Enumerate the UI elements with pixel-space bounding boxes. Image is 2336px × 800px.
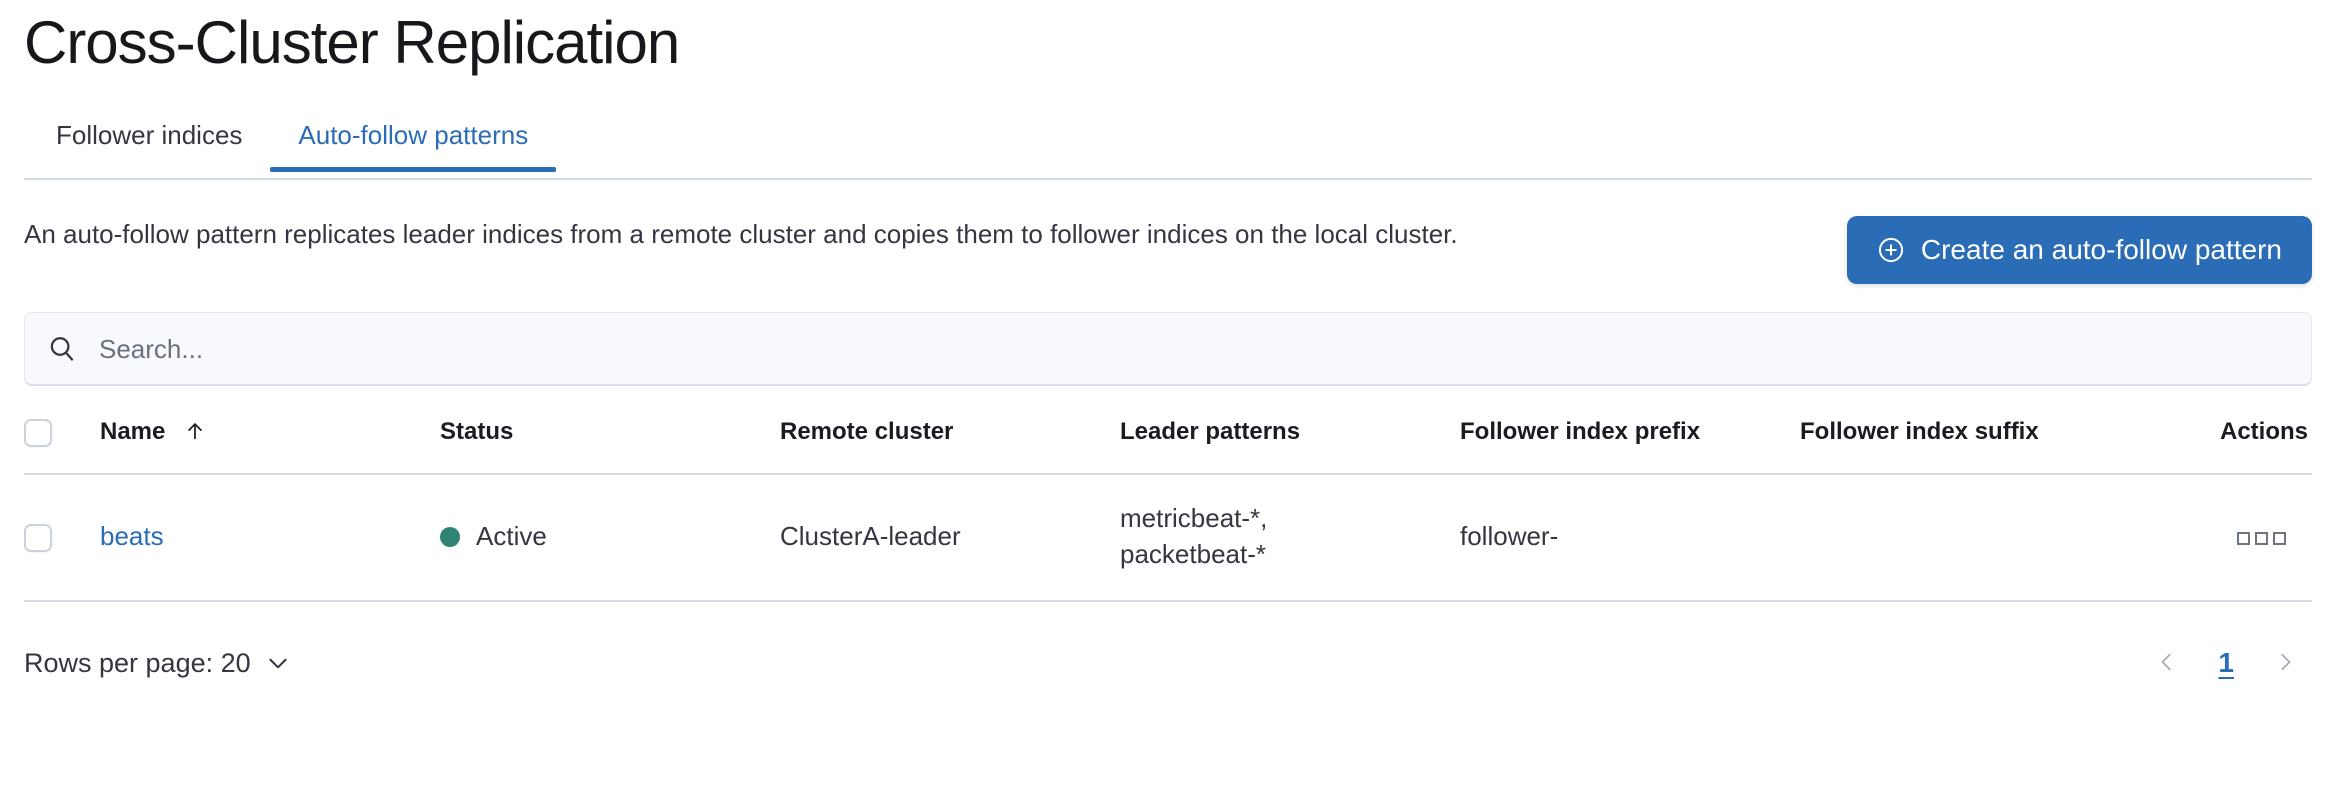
plus-in-circle-icon [1877,236,1905,264]
intro-description: An auto-follow pattern replicates leader… [24,219,1458,249]
status-dot-icon [440,526,460,547]
pagination-page-1[interactable]: 1 [2204,647,2248,679]
rows-per-page-selector[interactable]: Rows per page: 20 [24,648,291,679]
column-header-status-label: Status [440,418,514,446]
column-header-follower-index-prefix[interactable]: Follower index prefix [1460,408,1800,475]
cell-follower-index-suffix [1800,473,2220,603]
tab-follower-indices-label: Follower indices [56,120,243,150]
select-all-header [24,408,100,475]
column-header-name[interactable]: Name [100,408,440,475]
actions-box-1 [2237,532,2250,546]
cell-follower-index-prefix: follower- [1460,473,1800,603]
column-header-follower-index-prefix-label: Follower index prefix [1460,418,1701,446]
actions-box-3 [2273,532,2286,546]
pagination-next-button[interactable] [2258,636,2312,690]
row-select-cell [24,473,100,603]
column-header-status[interactable]: Status [440,408,780,475]
column-header-name-label: Name [100,418,166,446]
auto-follow-patterns-table: Name Status Remote cluster Leader patt [24,408,2312,603]
cell-status: Active [440,473,780,603]
column-header-remote-cluster[interactable]: Remote cluster [780,408,1120,475]
pattern-name-link[interactable]: beats [100,521,164,552]
arrow-up-icon [184,420,206,442]
chevron-down-icon [265,650,291,676]
cell-actions [2220,473,2312,603]
pagination: 1 [2140,636,2312,690]
column-header-follower-index-suffix-label: Follower index suffix [1800,418,2039,446]
tab-auto-follow-patterns[interactable]: Auto-follow patterns [270,114,557,172]
table-row: beats Active ClusterA-leader metricbeat-… [24,473,2312,603]
column-header-leader-patterns-label: Leader patterns [1120,418,1301,446]
page-title: Cross-Cluster Replication [24,9,680,76]
cell-leader-patterns: metricbeat-*, packetbeat-* [1120,473,1460,603]
cell-name: beats [100,473,440,603]
search-input[interactable] [97,332,2289,366]
search-icon [47,334,77,364]
actions-boxes-icon[interactable] [2231,526,2292,551]
cell-remote-cluster: ClusterA-leader [780,473,1120,603]
row-select-checkbox[interactable] [24,524,52,553]
chevron-left-icon [2156,651,2178,676]
table-body: beats Active ClusterA-leader metricbeat-… [24,473,2312,603]
chevron-right-icon [2274,651,2296,676]
column-header-actions: Actions [2220,408,2312,475]
column-header-follower-index-suffix[interactable]: Follower index suffix [1800,408,2220,475]
column-header-leader-patterns[interactable]: Leader patterns [1120,408,1460,475]
create-button-label: Create an auto-follow pattern [1920,234,2282,265]
tab-follower-indices[interactable]: Follower indices [24,114,270,170]
tabs-bar: Follower indices Auto-follow patterns [24,114,2312,180]
create-auto-follow-pattern-button[interactable]: Create an auto-follow pattern [1846,216,2312,284]
tab-auto-follow-patterns-label: Auto-follow patterns [298,120,529,150]
intro-section: An auto-follow pattern replicates leader… [24,216,2312,284]
search-bar[interactable] [24,312,2312,386]
leader-patterns-value: metricbeat-*, packetbeat-* [1120,502,1268,569]
select-all-checkbox[interactable] [24,418,52,447]
pagination-prev-button[interactable] [2140,636,2194,690]
table-header-row: Name Status Remote cluster Leader patt [24,408,2312,475]
status-label: Active [476,521,547,552]
column-header-remote-cluster-label: Remote cluster [780,418,954,446]
actions-box-2 [2255,532,2268,546]
column-header-actions-label: Actions [2220,418,2309,446]
table-footer: Rows per page: 20 1 [24,636,2312,690]
rows-per-page-label: Rows per page: 20 [24,647,251,678]
table-header: Name Status Remote cluster Leader patt [24,408,2312,475]
